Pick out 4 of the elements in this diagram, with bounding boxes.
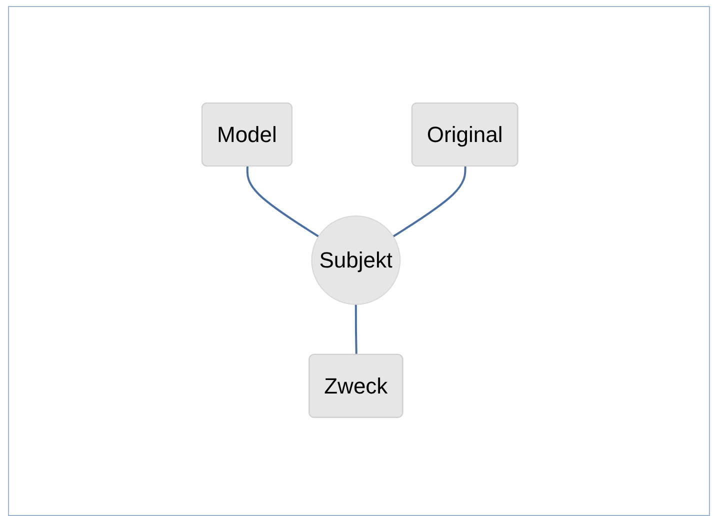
connector xyxy=(392,166,466,238)
node-circle: Subjekt xyxy=(311,215,401,305)
connector xyxy=(355,304,358,355)
connector xyxy=(246,166,320,238)
